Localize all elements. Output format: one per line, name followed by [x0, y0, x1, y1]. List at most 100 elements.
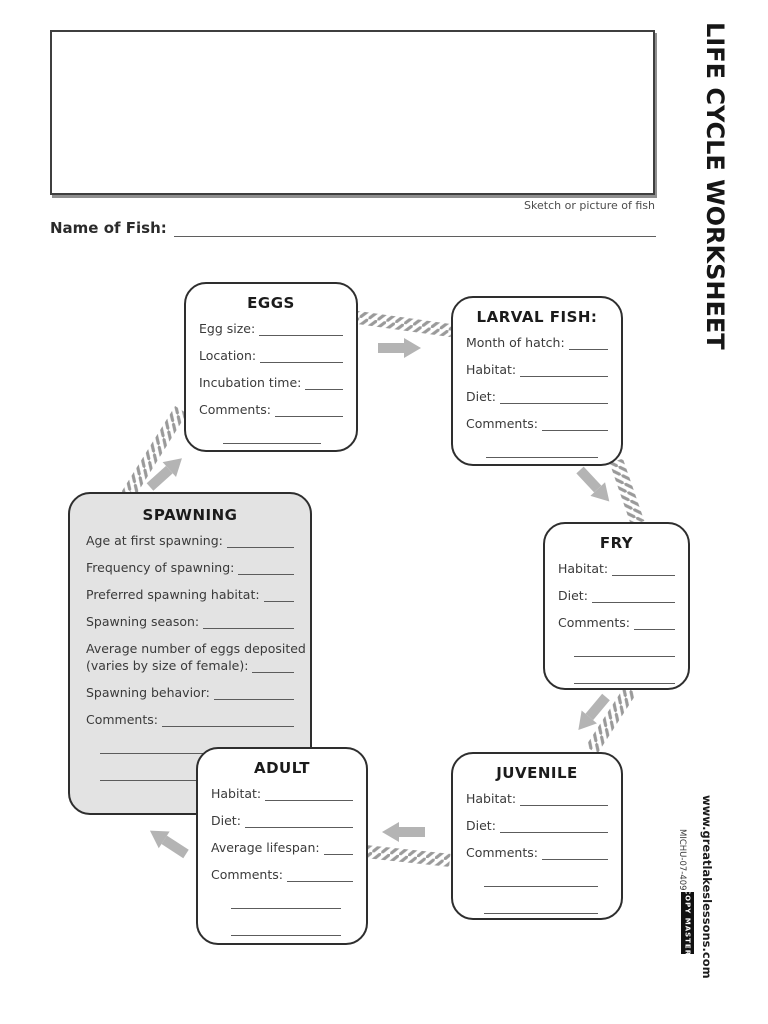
hatch-band-larval-to-fry [609, 458, 645, 526]
doc-number: MICHU-07-409 [677, 829, 687, 891]
worksheet-title: LIFE CYCLE WORKSHEET [701, 22, 729, 350]
field-diet: Diet: [466, 818, 608, 833]
stage-box-spawning: SPAWNING Age at first spawning: Frequenc… [68, 492, 312, 815]
blank-line [231, 921, 341, 936]
field-location: Location: [199, 348, 343, 363]
blank-line [541, 845, 608, 860]
field-comments: Comments: [211, 867, 353, 882]
blank-line [161, 712, 294, 727]
field-comments: Comments: [466, 416, 608, 431]
field-incubation-time: Incubation time: [199, 375, 343, 390]
field-continuation [466, 872, 608, 887]
blank-line [541, 416, 608, 431]
field-continuation [558, 669, 675, 684]
hatch-band-fry-to-juvenile [585, 685, 637, 755]
name-of-fish-label: Name of Fish: [50, 219, 167, 237]
stage-box-adult: ADULT Habitat: Diet: Average lifespan: C… [196, 747, 368, 945]
field-average-eggs-line1: Average number of eggs deposited [86, 641, 306, 656]
blank-line [252, 658, 294, 673]
blank-line [231, 894, 341, 909]
blank-line [499, 818, 608, 833]
blank-line [591, 588, 675, 603]
stage-box-eggs: EGGS Egg size: Location: Incubation time… [184, 282, 358, 452]
blank-line [203, 614, 294, 629]
stage-box-larval-fish: LARVAL FISH: Month of hatch: Habitat: Di… [451, 296, 623, 466]
name-of-fish-row: Name of Fish: [50, 219, 656, 237]
field-egg-size: Egg size: [199, 321, 343, 336]
blank-line [484, 899, 598, 914]
field-habitat: Habitat: [466, 362, 608, 377]
blank-line [274, 402, 343, 417]
blank-line [223, 429, 321, 444]
blank-line [226, 533, 294, 548]
field-continuation [211, 894, 353, 909]
hatch-band-juvenile-to-adult [365, 845, 451, 867]
blank-line [568, 335, 608, 350]
field-comments: Comments: [558, 615, 675, 630]
sketch-caption: Sketch or picture of fish [524, 199, 655, 212]
field-diet: Diet: [466, 389, 608, 404]
name-of-fish-line [173, 220, 656, 237]
blank-line [259, 321, 343, 336]
field-month-of-hatch: Month of hatch: [466, 335, 608, 350]
arrow-down-right-icon [576, 466, 610, 502]
hatch-band-spawning-to-eggs [121, 406, 187, 500]
blank-line [520, 791, 608, 806]
blank-line [100, 739, 208, 754]
hatch-band-eggs-to-larval [355, 310, 453, 338]
stage-title-fry: FRY [599, 534, 634, 552]
stage-title-spawning: SPAWNING [142, 506, 238, 524]
stage-title-eggs: EGGS [247, 294, 295, 312]
stage-box-fry: FRY Habitat: Diet: Comments: [543, 522, 690, 690]
field-comments: Comments: [86, 712, 294, 727]
copy-master-label: COPY MASTER [683, 889, 692, 957]
field-average-eggs-line2: (varies by size of female): [86, 658, 294, 673]
field-continuation [466, 443, 608, 458]
blank-line [612, 561, 675, 576]
arrow-up-left-icon [149, 830, 189, 859]
field-frequency-of-spawning: Frequency of spawning: [86, 560, 294, 575]
field-comments: Comments: [199, 402, 343, 417]
field-average-lifespan: Average lifespan: [211, 840, 353, 855]
field-continuation [199, 429, 343, 444]
sketch-box [50, 30, 655, 195]
blank-line [633, 615, 675, 630]
website-url: www.greatlakeslessons.com [700, 795, 714, 979]
blank-line [486, 443, 598, 458]
blank-line [520, 362, 608, 377]
blank-line [499, 389, 608, 404]
field-comments: Comments: [466, 845, 608, 860]
field-preferred-spawning-habitat: Preferred spawning habitat: [86, 587, 294, 602]
blank-line [244, 813, 353, 828]
copy-master-badge: COPY MASTER [681, 889, 694, 957]
blank-line [323, 840, 353, 855]
blank-line [484, 872, 598, 887]
stage-title-juvenile: JUVENILE [496, 764, 578, 782]
blank-line [100, 766, 208, 781]
field-spawning-behavior: Spawning behavior: [86, 685, 294, 700]
field-diet: Diet: [558, 588, 675, 603]
arrow-up-right-icon [146, 458, 182, 491]
field-continuation [466, 899, 608, 914]
blank-line [265, 786, 353, 801]
arrow-right-icon [378, 338, 421, 358]
blank-line [574, 642, 675, 657]
field-continuation [211, 921, 353, 936]
field-continuation [558, 642, 675, 657]
blank-line [574, 669, 675, 684]
stage-title-larval-fish: LARVAL FISH: [476, 308, 598, 326]
stage-title-adult: ADULT [253, 759, 311, 777]
stage-box-juvenile: JUVENILE Habitat: Diet: Comments: [451, 752, 623, 920]
blank-line [305, 375, 343, 390]
field-habitat: Habitat: [466, 791, 608, 806]
field-continuation [86, 739, 294, 754]
arrow-down-left-icon [578, 693, 610, 730]
blank-line [260, 348, 343, 363]
field-spawning-season: Spawning season: [86, 614, 294, 629]
arrow-left-icon [382, 822, 425, 842]
field-age-first-spawning: Age at first spawning: [86, 533, 294, 548]
field-habitat: Habitat: [558, 561, 675, 576]
field-continuation [86, 766, 294, 781]
blank-line [286, 867, 353, 882]
blank-line [213, 685, 294, 700]
